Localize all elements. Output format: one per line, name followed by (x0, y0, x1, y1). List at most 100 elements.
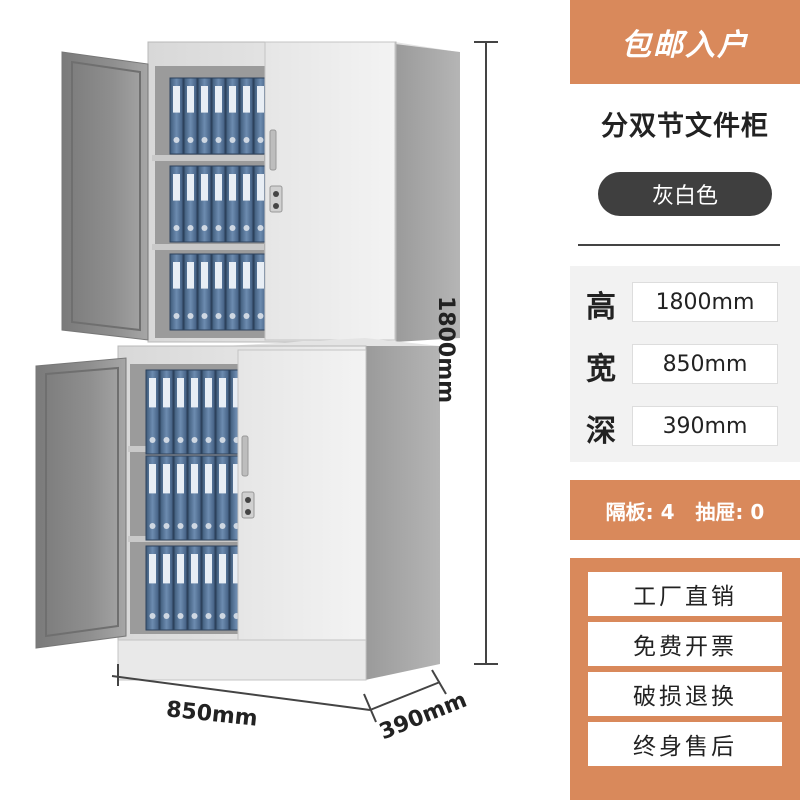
color-option-pill[interactable]: 灰白色 (598, 172, 772, 216)
binder-ring (191, 437, 198, 443)
binder-ring (173, 225, 180, 231)
binder-label (187, 86, 194, 113)
top-door-lock (269, 185, 283, 213)
binder-ring (191, 613, 198, 619)
binder-ring (257, 225, 264, 231)
height-dimension-label: 1800mm (433, 296, 458, 404)
top-cabinet-side (395, 44, 460, 342)
binder-label (229, 174, 236, 201)
depth-spec-label: 深 (586, 414, 616, 449)
promo-lifetime-service: 终身售后 (588, 722, 782, 766)
top-door-handle (269, 129, 277, 171)
binder-label (201, 174, 208, 201)
height-spec-label: 高 (586, 290, 616, 325)
binder-ring (219, 523, 226, 529)
binder-label (173, 174, 180, 201)
binder-ring (229, 225, 236, 231)
binder-label (149, 378, 156, 408)
binder-ring (149, 613, 156, 619)
binder-ring (163, 523, 170, 529)
binder-ring (205, 613, 212, 619)
bottom-door-handle (241, 435, 249, 477)
top-closed-door (264, 41, 396, 341)
binder-ring (187, 313, 194, 319)
width-spec-value: 850mm (632, 344, 778, 384)
binder-ring (149, 437, 156, 443)
binder-label (163, 554, 170, 584)
binder-ring (215, 137, 222, 143)
binder-label (233, 464, 240, 494)
binder-label (257, 86, 264, 113)
binder-label (219, 464, 226, 494)
binder-label (177, 378, 184, 408)
binder-ring (257, 313, 264, 319)
binder-ring (201, 313, 208, 319)
binder-label (229, 86, 236, 113)
binder-ring (243, 225, 250, 231)
binder-label (191, 554, 198, 584)
binders-top (169, 77, 268, 331)
binder-label (215, 174, 222, 201)
binder-label (219, 378, 226, 408)
binder-label (173, 262, 180, 289)
binder-label (205, 554, 212, 584)
binder-ring (219, 437, 226, 443)
binder-label (187, 262, 194, 289)
bottom-open-door (35, 357, 127, 649)
bottom-closed-door (237, 349, 367, 641)
binder-label (243, 174, 250, 201)
binder-label (201, 86, 208, 113)
binder-ring (149, 523, 156, 529)
binder-ring (205, 523, 212, 529)
depth-spec-value: 390mm (632, 406, 778, 446)
binder-ring (257, 137, 264, 143)
binder-ring (205, 437, 212, 443)
binder-ring (215, 225, 222, 231)
binder-ring (187, 225, 194, 231)
binder-label (191, 464, 198, 494)
binder-ring (191, 523, 198, 529)
binder-label (219, 554, 226, 584)
height-dimension-line (474, 41, 498, 665)
binder-label (177, 554, 184, 584)
width-spec-label: 宽 (586, 352, 616, 387)
divider (578, 244, 780, 246)
free-delivery-badge: 包邮入户 (570, 0, 800, 84)
binder-label (149, 464, 156, 494)
binder-ring (229, 313, 236, 319)
promo-damage-return: 破损退换 (588, 672, 782, 716)
product-title: 分双节文件柜 (601, 111, 769, 142)
binder-label (187, 174, 194, 201)
binder-label (201, 262, 208, 289)
binder-label (243, 86, 250, 113)
binder-label (215, 86, 222, 113)
binder-ring (201, 137, 208, 143)
binder-label (233, 554, 240, 584)
bottom-plinth (117, 639, 367, 681)
binder-ring (215, 313, 222, 319)
bottom-door-lock (241, 491, 255, 519)
binder-ring (163, 437, 170, 443)
binder-ring (173, 137, 180, 143)
promo-free-invoice: 免费开票 (588, 622, 782, 666)
binder-label (229, 262, 236, 289)
binder-label (173, 86, 180, 113)
bottom-cabinet-side (365, 346, 440, 680)
binder-label (163, 378, 170, 408)
binder-ring (243, 313, 250, 319)
binder-ring (173, 313, 180, 319)
binder-label (191, 378, 198, 408)
binders-bottom (145, 369, 244, 631)
binder-ring (229, 137, 236, 143)
binder-label (205, 464, 212, 494)
shelves-drawers-info: 隔板: 4 抽屉: 0 (570, 480, 800, 540)
binder-label (205, 378, 212, 408)
binder-ring (187, 137, 194, 143)
binder-label (257, 174, 264, 201)
binder-ring (243, 137, 250, 143)
cabinet-illustration (35, 41, 498, 723)
promo-factory-direct: 工厂直销 (588, 572, 782, 616)
top-open-door (61, 51, 149, 341)
binder-label (149, 554, 156, 584)
binder-label (243, 262, 250, 289)
